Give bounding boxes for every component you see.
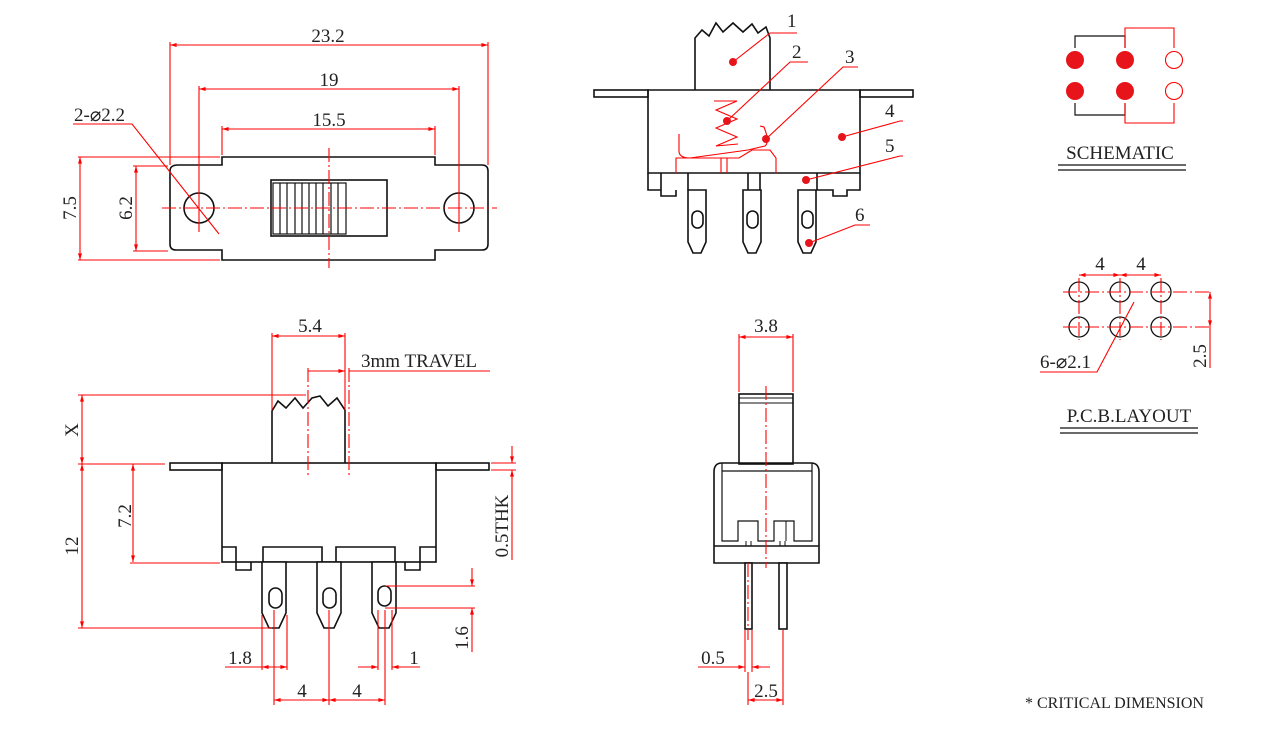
dim-pitch-right: 4 — [352, 681, 362, 702]
top-view: 23.2 19 15.5 2-⌀2.2 7.5 6.2 — [60, 26, 497, 268]
schematic: SCHEMATIC — [1058, 27, 1186, 171]
dim-front-actuator-width: 3.8 — [754, 316, 778, 337]
hole-callout: 2-⌀2.2 — [74, 105, 125, 126]
pcb-layout: 4 4 6-⌀2.1 2.5 P.C.B.LAYOUT — [1040, 254, 1212, 434]
dim-pin-spacing: 2.5 — [754, 681, 778, 702]
dim-actuator-height: X — [62, 423, 83, 437]
dim-thickness: 0.5THK — [492, 494, 513, 557]
callout-2: 2 — [792, 42, 802, 63]
pcb-pitch-right: 4 — [1136, 254, 1146, 275]
callout-3: 3 — [845, 47, 855, 68]
pcb-layout-title: P.C.B.LAYOUT — [1067, 406, 1192, 427]
dim-total-height: 12 — [62, 537, 83, 556]
callout-1: 1 — [787, 11, 797, 32]
dim-overall-height: 7.5 — [60, 196, 81, 220]
dim-slot-width: 1 — [409, 648, 419, 669]
callout-4: 4 — [885, 101, 895, 122]
dim-pin-thickness: 0.5 — [701, 648, 725, 669]
dim-body-length: 15.5 — [312, 110, 345, 131]
dim-plate-height: 6.2 — [116, 196, 137, 220]
pcb-pitch-left: 4 — [1095, 254, 1105, 275]
schematic-title: SCHEMATIC — [1066, 143, 1174, 164]
side-view: 5.4 3mm TRAVEL X 12 7.2 0.5THK 1.6 1.8 1… — [62, 316, 516, 705]
front-view: 3.8 0.5 2.5 — [698, 316, 820, 705]
travel-label: 3mm TRAVEL — [361, 351, 477, 372]
pcb-row-spacing: 2.5 — [1190, 344, 1211, 368]
dim-body-height: 7.2 — [115, 504, 136, 528]
dim-overall-length: 23.2 — [311, 26, 344, 47]
dim-pitch-left: 4 — [297, 681, 307, 702]
dim-actuator-width: 5.4 — [298, 316, 322, 337]
dim-hole-pitch: 19 — [320, 70, 339, 91]
pcb-hole-callout: 6-⌀2.1 — [1040, 352, 1091, 373]
callout-5: 5 — [885, 136, 895, 157]
section-view: 1 2 3 4 5 6 — [593, 11, 914, 254]
callout-6: 6 — [855, 205, 865, 226]
dim-slot-length: 1.6 — [452, 626, 473, 650]
dim-pin-width: 1.8 — [228, 648, 252, 669]
critical-dimension-note: * CRITICAL DIMENSION — [1025, 695, 1204, 712]
